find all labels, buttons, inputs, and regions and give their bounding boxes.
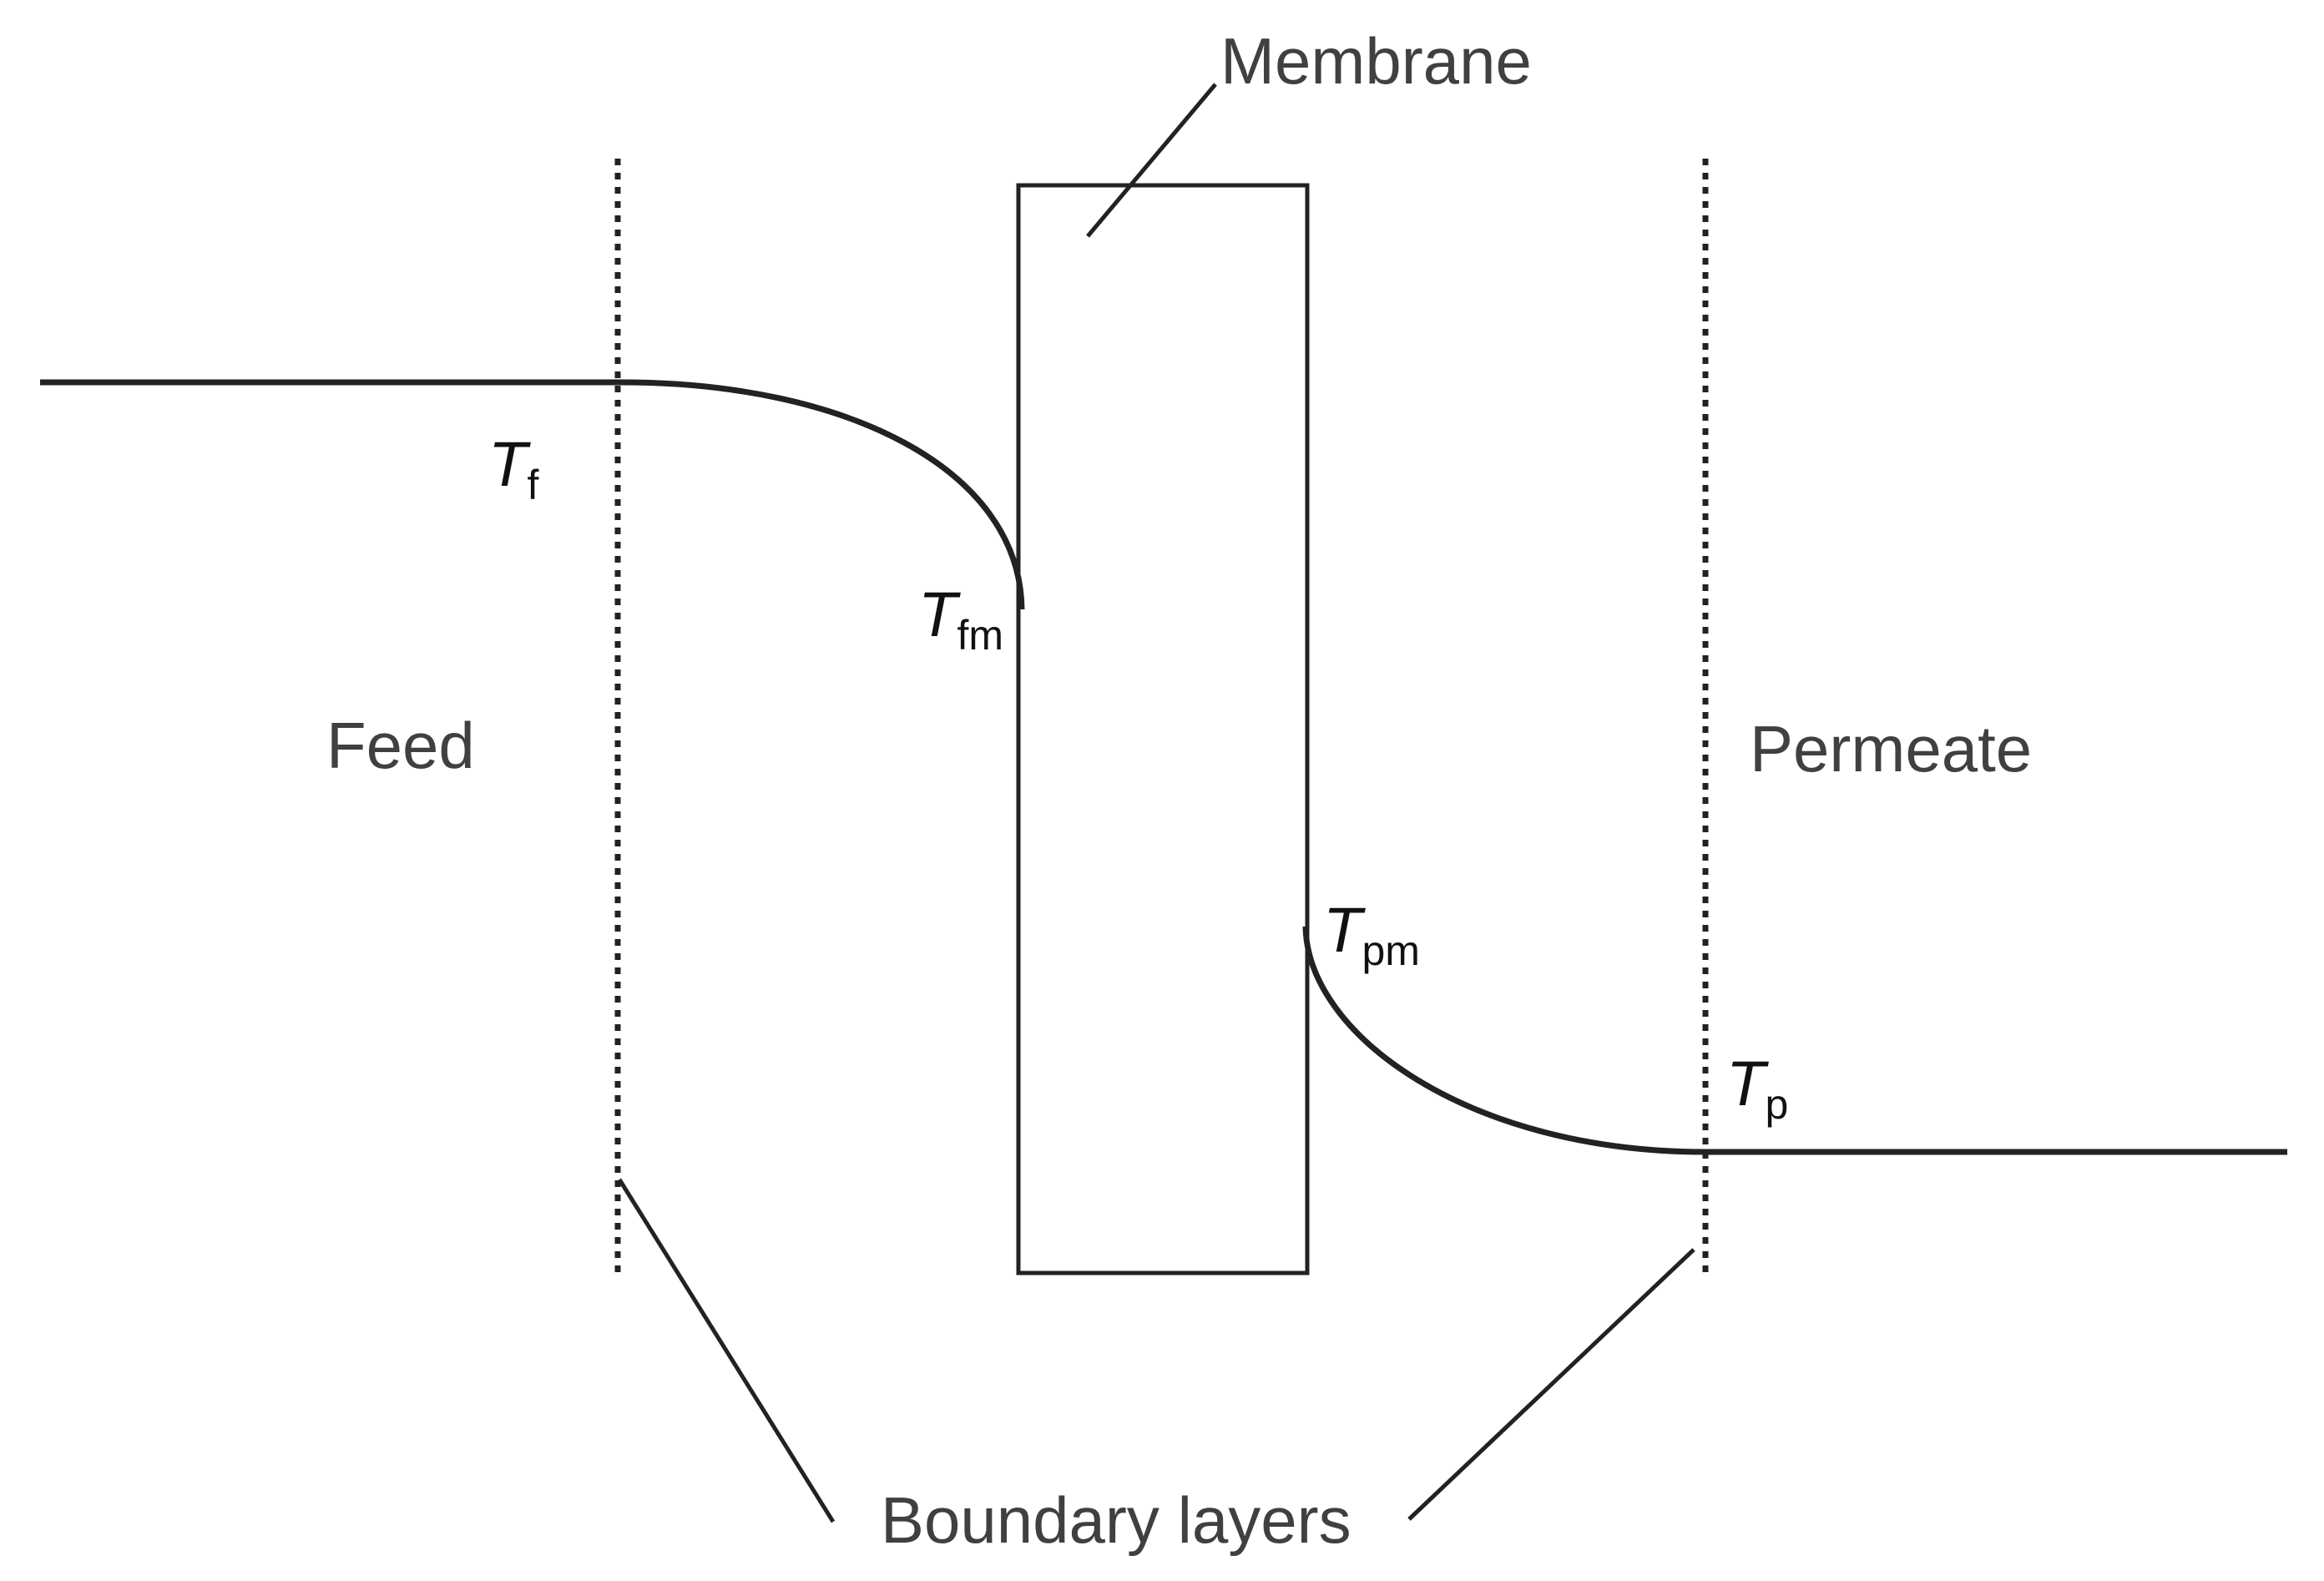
feed-label: Feed — [326, 709, 475, 782]
tp-symbol: T — [1726, 1048, 1769, 1119]
permeate-label: Permeate — [1750, 712, 2032, 785]
boundary-leader-line-right — [1407, 1248, 1695, 1521]
permeate-temperature-profile — [1302, 926, 2287, 1155]
boundary-leader-line-left — [617, 1178, 836, 1523]
tpm-subscript: pm — [1362, 927, 1419, 974]
tpm-label: Tpm — [1323, 895, 1420, 974]
tf-symbol: T — [488, 429, 531, 500]
feed-temperature-profile — [40, 379, 1025, 610]
tfm-subscript: fm — [957, 612, 1003, 659]
tpm-symbol: T — [1323, 895, 1366, 966]
tfm-symbol: T — [918, 579, 961, 650]
membrane-rect — [1016, 183, 1310, 1275]
tf-label: Tf — [488, 429, 538, 508]
boundary-layers-label: Boundary layers — [881, 1483, 1351, 1557]
tp-subscript: p — [1765, 1081, 1788, 1128]
tfm-label: Tfm — [918, 579, 1003, 659]
tp-label: Tp — [1726, 1048, 1788, 1128]
membrane-label: Membrane — [1220, 24, 1532, 98]
membrane-leader-line — [1086, 83, 1217, 238]
tf-subscript: f — [527, 462, 538, 508]
